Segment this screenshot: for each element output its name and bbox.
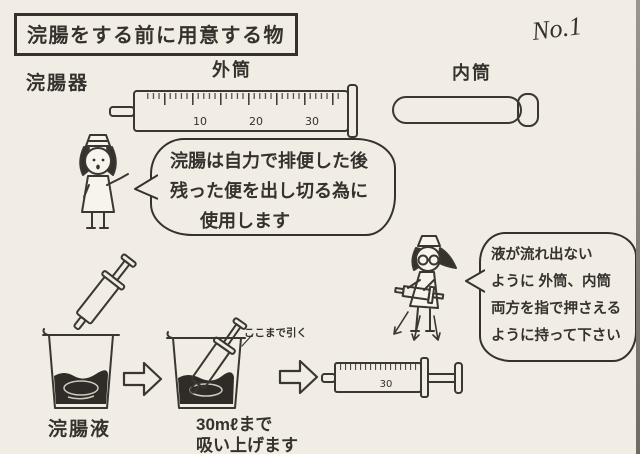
beaker-glass [172,337,242,409]
inner-tube-cap [517,93,539,127]
caption-line2: 吸い上げます [196,436,298,454]
page-number: No.1 [530,11,584,46]
face [84,147,112,175]
scale-mark-30: 30 [305,115,319,128]
speech-bubble-nurse2: 液が流れ出ない ように 外筒、内筒 両方を指で押さえる ように持って下さい [479,232,637,362]
scan-edge [636,0,640,454]
caption-line1: 30mℓまで [196,415,273,434]
nurse-cap [417,235,441,247]
legs [415,307,431,331]
pointing-arm [106,173,129,186]
bubble1-line2: 残った便を出し切る為に [170,181,368,201]
label-inner-cylinder: 内筒 [452,63,492,83]
label-enema-device: 浣腸器 [26,73,90,94]
bubble2-line1: 液が流れ出ない [491,247,593,263]
liquid-fill [178,372,234,404]
pull-to-here-note: ここまで引く [244,327,307,339]
speech-bubble-nurse1: 浣腸は自力で排便した後 残った便を出し切る為に 使用します [150,138,396,236]
pull-leader-line [241,333,254,347]
outer-cylinder-drawing: 10 20 30 [109,84,358,138]
syringe-nozzle [109,106,135,117]
mark-30: 30 [380,379,393,390]
bubble2-line2: ように 外筒、内筒 [491,274,612,290]
syringe-flange [347,84,358,138]
filled-syringe-drawing: 30 [321,357,463,398]
uniform [81,175,115,213]
bubble2-line3: 両方を指で押さえる [491,301,622,317]
scale-mark-10: 10 [193,115,207,128]
page-title: 浣腸をする前に用意する物 [14,13,298,56]
draw-up-caption: 30mℓまで 吸い上げます [196,414,298,454]
beaker-syringe-drawing [166,317,254,409]
nozzle [321,373,336,383]
scale-ticks [339,364,417,370]
label-enema-liquid: 浣腸液 [48,419,112,440]
finger-position-arrows [393,311,441,341]
held-syringe [394,285,445,305]
plunger-rod [427,373,456,383]
bubble2-tail [465,269,485,293]
scale-mark-20: 20 [249,115,263,128]
nurse-illustration-1 [79,134,129,229]
mouth [96,164,100,170]
scale-ticks-major [144,93,340,105]
ponytail [437,247,457,269]
inner-tube [392,96,522,124]
beaker-glass [48,334,114,409]
bubble1-line1: 浣腸は自力で排便した後 [170,151,368,171]
syringe-diagonal-drawing [73,253,137,331]
step-arrow-2 [278,359,319,395]
flange [420,357,429,398]
bubble2-line4: ように持って下さい [491,328,621,344]
beaker-liquid-drawing [42,328,120,409]
inner-cylinder-drawing [392,93,539,127]
plunger-disc [454,362,463,394]
label-outer-cylinder: 外筒 [212,60,252,80]
nurse-illustration-2 [393,235,457,341]
bubble1-tail [134,174,158,200]
step-arrow-1 [122,361,163,397]
enema-liquid-fill [54,370,108,404]
bubble1-line3: 使用します [200,211,290,231]
syringe-in-beaker [189,317,248,394]
